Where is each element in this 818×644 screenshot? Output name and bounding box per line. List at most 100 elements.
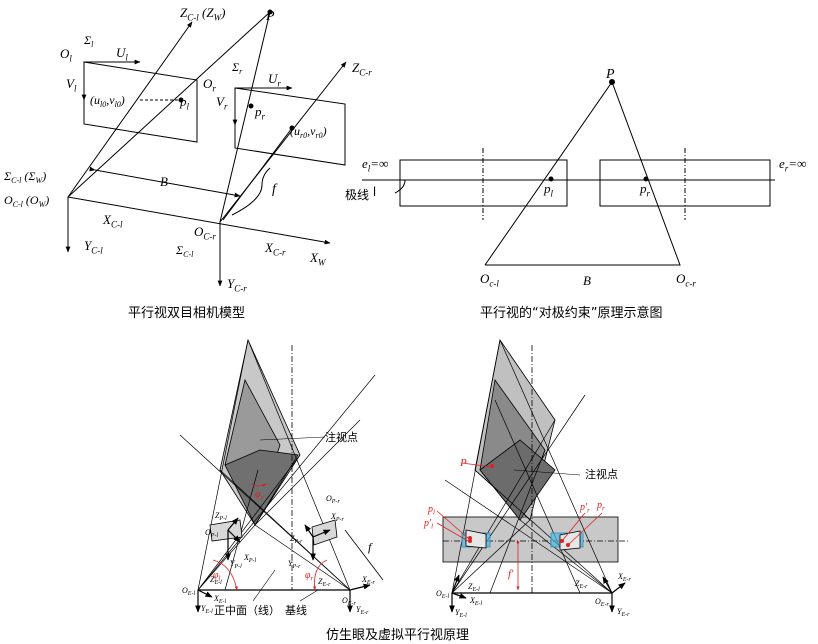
parallel-camera-model (65, 9, 347, 287)
label-xer2-t: X (617, 572, 624, 581)
label-ypl: YP-l (230, 559, 242, 570)
label-baseline: 基线 (285, 603, 307, 617)
label-xw: XW (309, 250, 327, 267)
label-Ur-t: U (268, 71, 279, 86)
label-yel: YE-l (201, 604, 213, 615)
label-yer2-t: Y (617, 607, 623, 616)
label-Or-t: O (203, 76, 213, 91)
label-zcr-s: C-r (359, 67, 372, 77)
label-ocl2-t: O (480, 271, 490, 286)
label-oer2-s: E-r (600, 602, 610, 608)
label-phil-t: φ (213, 570, 219, 581)
label-midplane-t: 正中面（线） (214, 603, 280, 617)
label-baseline-t: 基线 (285, 603, 307, 617)
label-epi-t: 极线 (345, 188, 373, 202)
label-ocr2-s: c-r (685, 278, 696, 288)
label-xpr: XP-r (330, 512, 345, 523)
label-ypl-t: Y (230, 559, 236, 568)
label-opr: OP-r (326, 494, 340, 505)
label-xer: XE-r (361, 575, 376, 586)
label-ycr-t: Y (227, 276, 236, 291)
label-pl3p: p'l (423, 518, 433, 531)
label-ocl2-s: c-l (489, 278, 499, 288)
label-xer2-s: E-r (622, 577, 632, 583)
label-pl2: pl (543, 181, 554, 198)
caption-camera-model: 平行视双目相机模型 (128, 306, 246, 321)
label-ocr2: Oc-r (676, 271, 696, 288)
label-P1: P (265, 9, 275, 24)
label-yel2: YE-l (455, 608, 467, 619)
label-Vr-t: V (216, 94, 226, 109)
label-oer: OE-r (342, 596, 356, 607)
label-ur0-r: ,v (307, 124, 316, 138)
label-Vr-s: r (224, 101, 228, 111)
caption-bionic-eye: 仿生眼及虚拟平行视原理 (326, 628, 470, 643)
label-pr2-t: p (639, 181, 647, 196)
label-pr3p-t: p' (579, 502, 588, 513)
label-Ol-t: O (60, 46, 70, 61)
label-zpl-s: P-l (218, 516, 227, 522)
label-P2-t: P (605, 67, 615, 82)
label-P3: P (459, 457, 467, 469)
label-yel2-s: E-l (458, 613, 467, 619)
label-oer-t: O (342, 596, 348, 605)
label-yel-s: E-l (204, 609, 213, 615)
baseline-b-arrow (89, 166, 241, 198)
label-zpr-t: Z (290, 534, 295, 543)
label-ocl-r2: W (39, 200, 47, 209)
label-scl-s: C-l (11, 176, 22, 185)
label-midplane: 正中面（线） (214, 603, 280, 617)
label-pr-t: p (254, 104, 262, 119)
label-Ol: Ol (60, 46, 72, 63)
label-el-t: e (362, 156, 368, 171)
label-pl: pl (179, 94, 190, 111)
label-pr3p: p'r (579, 502, 590, 515)
label-ocl-r3: ) (44, 193, 49, 207)
label-zel2-t: Z (468, 582, 473, 591)
label-ocl-r: (O (23, 193, 39, 207)
label-yel-t: Y (201, 604, 207, 613)
label-Sl-s: l (91, 40, 94, 49)
label-oel2: OE-l (436, 589, 449, 600)
x-axis-world (67, 196, 331, 245)
focal-brace (231, 167, 271, 216)
label-yer2-s: E-r (620, 612, 630, 618)
label-xel: XE-l (213, 594, 227, 605)
label-ocr-t: O (194, 224, 204, 239)
label-xcr-s: C-r (273, 247, 286, 257)
label-phil: φl (213, 570, 221, 583)
label-er-t: e (779, 156, 785, 171)
label-zpr: ZP-r (290, 534, 303, 545)
label-el-s: l (368, 163, 371, 173)
label-ul0-r2: l0 (115, 100, 121, 109)
label-xer-t: X (361, 575, 368, 584)
label-xel2-s: E-l (474, 601, 483, 607)
label-zer: ZE-r (318, 577, 331, 588)
label-opl-s: P-l (210, 533, 219, 539)
label-Sr-t: Σ (231, 60, 239, 74)
label-oel-t: O (182, 586, 188, 595)
label-xpl-t: X (243, 553, 250, 562)
label-scl-t: Σ (3, 169, 11, 183)
label-ypr-t: Y (288, 559, 294, 568)
label-ocl-s: C-l (13, 200, 24, 209)
label-el-r: =∞ (370, 156, 388, 171)
label-P3-t: P (459, 457, 467, 469)
label-xel2-t: X (469, 596, 476, 605)
label-xcr: XC-r (264, 240, 286, 257)
label-zel-s: E-l (213, 580, 222, 586)
label-oel2-s: E-l (441, 594, 450, 600)
label-pl-t: p (179, 94, 187, 109)
label-Ul-s: l (125, 52, 128, 62)
label-zcr: ZC-r (352, 60, 372, 77)
label-zcl-s: C-l (187, 12, 199, 22)
label-gaze2-t: 注视点 (585, 467, 618, 481)
label-pl3-s: l (433, 509, 435, 517)
label-ul0: (ul0,vl0) (90, 93, 125, 109)
z-axis-left (67, 21, 193, 198)
caption-epipolar: 平行视的“对极约束”原理示意图 (480, 306, 663, 321)
label-Or-s: r (212, 83, 216, 93)
label-zcl: ZC-l (ZW) (180, 5, 225, 22)
label-scl2: ΣC-l (175, 243, 194, 259)
label-ul0-r: ,v (106, 93, 115, 107)
